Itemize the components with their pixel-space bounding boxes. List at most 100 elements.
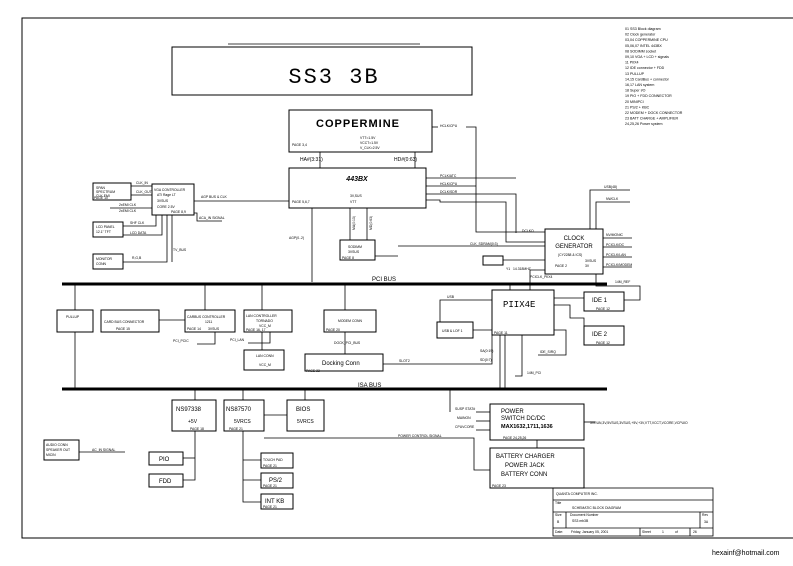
sig-usb: USB — [447, 295, 455, 299]
index-item: 11 PIIX4 — [625, 61, 639, 65]
hd-bus-label: HD#(0:63) — [394, 157, 417, 163]
northbridge-page: PAGE 5,6,7 — [292, 200, 310, 204]
monitor-conn: CONN — [96, 262, 107, 266]
span-spectrum-block — [92, 182, 132, 201]
battery-conn: BATTERY CONN — [501, 472, 547, 478]
battery-block — [489, 447, 585, 489]
lan-conn-vcc: VCC_M — [259, 363, 271, 367]
index-item: 16,17 LAN system — [625, 83, 654, 87]
sig-agp-bus: AGP BUS & CLK — [201, 195, 227, 199]
tb-title: SCHEMATIC BLOCK DIAGRAM — [572, 506, 621, 510]
lcd-panel-block — [92, 221, 124, 238]
sig-power-outputs: 5VRUN,3V,5VSUS,3VSUS,+5V,+3V,VTT,VCCT,VC… — [590, 421, 688, 425]
cardbus-name: CARBUS CONTROLLER — [187, 315, 226, 319]
cardbus-chip: 1211 — [205, 320, 212, 324]
clock-name: CLOCK — [564, 236, 585, 242]
battery-name: BATTERY CHARGER — [496, 454, 555, 460]
sig-susp-stat: SUSP STAT# — [455, 407, 475, 411]
index-item: 02 Clock generator — [625, 33, 656, 37]
ide2-name: IDE 2 — [592, 332, 608, 338]
power-switch: SWITCH DC/DC — [501, 416, 546, 422]
bios-5vrcs: 5VRCS — [297, 419, 314, 425]
sig-emi-clk2: 2xEMI CLK — [119, 209, 137, 213]
modem-name: MODEM CONN — [338, 319, 362, 323]
sodimm-3vsus: 3VSUS — [348, 250, 360, 254]
fdd-name: FDD — [159, 479, 172, 485]
index-item: 18 Super I/O — [625, 89, 646, 93]
lan-ctl-page: PAGE 16, 17 — [246, 328, 266, 332]
cpu-vtt: VTT=1.5V — [360, 136, 376, 140]
index-item: 01 SS3 Block diagram — [625, 27, 661, 31]
ps2-block — [260, 472, 294, 489]
isa-bus-label: ISA BUS — [358, 383, 381, 389]
cardbus-connector-block — [100, 309, 160, 333]
sig-aca-in: ACA_IN SIGNAL — [199, 216, 225, 220]
span-spectrum: SPECTRUM — [96, 190, 115, 194]
tb-sheet-label: Sheet — [642, 530, 651, 534]
index-item: 05,06,07 INTEL 443BX — [625, 44, 662, 48]
ide2-page: PAGE 12 — [596, 341, 610, 345]
lan-conn-name: LAN CONN — [256, 354, 274, 358]
ns97338-name: NS97338 — [176, 407, 202, 413]
tb-title-label: Title — [555, 501, 561, 505]
northbridge-block — [288, 167, 427, 209]
tb-of-label: of — [675, 530, 678, 534]
clock-3vsus: 3VSUS — [585, 259, 597, 263]
touchpad-page: PAGE 21 — [263, 464, 277, 468]
sig-nvmonic: NV/MONIC — [606, 233, 624, 237]
bios-block — [286, 399, 325, 432]
vga-page: PAGE 8,9 — [171, 210, 186, 214]
sig-power-control: POWER CONTROL SIGNAL — [398, 434, 442, 438]
tb-docno-label: Document Number — [570, 513, 599, 517]
vga-3vsus: 3VSUS — [157, 199, 169, 203]
sig-hclk-nb: HCLK/CPU — [440, 182, 458, 186]
vga-name: VGA CONTROLLER — [154, 188, 186, 192]
sig-dock-pci: DOCK_PCI_BUS — [334, 341, 361, 345]
ns87570-name: NS87570 — [226, 407, 252, 413]
watermark: hexainf@hotmail.com — [712, 550, 780, 557]
usb-lof-name: USB & LOF 1 — [442, 329, 463, 333]
pullup-name: PULLUP — [66, 315, 80, 319]
ide1-page: PAGE 12 — [596, 307, 610, 311]
vga-chip: ATI Rage LT — [157, 193, 176, 197]
piix4-page: PAGE 11 — [494, 331, 508, 335]
northbridge-name: 443BX — [345, 176, 369, 183]
sig-pciclk-piix4: PCICLK_PIIX4 — [530, 275, 553, 279]
sig-cpuvcore: CPUVCORE — [455, 425, 475, 429]
crystal-freq: 14.318MHZ — [513, 267, 531, 271]
index-item: 21 PS/2 + KBC — [625, 105, 650, 109]
sig-clk-sdram: CLK_SDRAM(0:3) — [470, 242, 498, 246]
index-item: 22 MODEM + DOCK CONNECTOR — [625, 111, 683, 115]
docking-conn-block — [304, 353, 384, 372]
lan-ctl-name: LAN CONTROLLER — [246, 314, 277, 318]
crystal — [482, 255, 504, 266]
battery-jack: POWER JACK — [505, 463, 545, 469]
sig-ide-sirq: IDE_SIRQ — [540, 350, 556, 354]
sodimm-block — [339, 239, 376, 261]
tb-size: B — [557, 520, 560, 524]
ns87570-5vrcs: 5VRCS — [234, 419, 251, 425]
sig-pciclk-atc: PCLK/ATC — [440, 174, 457, 178]
sig-hclk-cpu: HCLK/CPU — [440, 124, 458, 128]
lan-conn-block — [243, 349, 285, 371]
int-kb-name: INT KB — [265, 499, 284, 505]
sig-dclk-nb: DCLK/SDR — [440, 190, 458, 194]
clock-chip: (CY2288 & ICS) — [558, 253, 582, 257]
index-item: 23 BATT CHARGE + AMPLIFIER — [625, 117, 678, 121]
bios-name: BIOS — [296, 407, 310, 413]
sig-ac-in: AC_IN SIGNAL — [92, 448, 115, 452]
ns97338-page: PAGE 18 — [190, 427, 204, 431]
northbridge-3vsus: 3V,SUS — [350, 194, 362, 198]
ha-bus-label: HA#(3:31) — [300, 157, 323, 163]
northbridge-vtt: VTT — [350, 200, 356, 204]
clock-name2: GENERATOR — [555, 244, 593, 250]
tb-rev-label: Rev — [702, 513, 708, 517]
tb-total: 26 — [693, 530, 697, 534]
power-max: MAX1632,1711,1636 — [501, 424, 553, 430]
sig-ma: MA(0:13) — [352, 216, 356, 230]
tb-date: Friday, January 05, 2001 — [571, 530, 608, 534]
docking-name: Docking Conn — [322, 361, 360, 367]
sig-nwclk: NWCLK — [606, 197, 619, 201]
modem-page: PAGE 20 — [326, 328, 340, 332]
